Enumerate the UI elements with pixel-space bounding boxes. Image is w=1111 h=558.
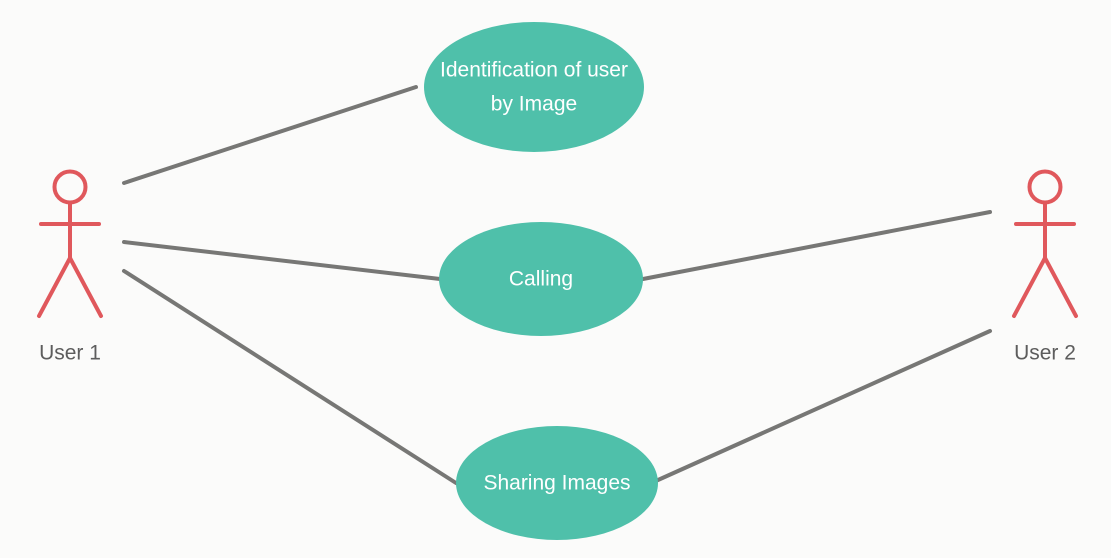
actor-label: User 1	[39, 342, 101, 365]
actor-head	[52, 169, 88, 205]
association-user2-calling	[641, 210, 992, 281]
use-case-ellipse	[456, 426, 658, 540]
use-case-identification: Identification of user by Image	[424, 22, 644, 152]
actor-head	[1027, 169, 1063, 205]
actor-user-2: User 2	[1012, 169, 1078, 365]
actor-right-leg	[1043, 256, 1078, 318]
association-user1-calling	[122, 240, 442, 281]
actor-left-leg	[1012, 256, 1047, 318]
use-case-ellipse	[439, 222, 643, 336]
use-case-label: Sharing Images	[483, 472, 630, 495]
use-case-label-line-2: by Image	[491, 93, 577, 116]
use-case-label: Calling	[509, 268, 573, 291]
association-user1-identification	[122, 85, 418, 185]
actor-left-leg	[37, 256, 72, 318]
association-user2-sharing	[656, 329, 992, 482]
association-user1-sharing	[122, 269, 458, 485]
use-case-ellipse	[424, 22, 644, 152]
use-case-calling: Calling	[439, 222, 643, 336]
actor-label: User 2	[1014, 342, 1076, 365]
actor-right-leg	[68, 256, 103, 318]
associations	[122, 85, 992, 485]
use-case-sharing-images: Sharing Images	[456, 426, 658, 540]
actor-user-1: User 1	[37, 169, 103, 365]
use-case-label-line-1: Identification of user	[440, 59, 628, 82]
